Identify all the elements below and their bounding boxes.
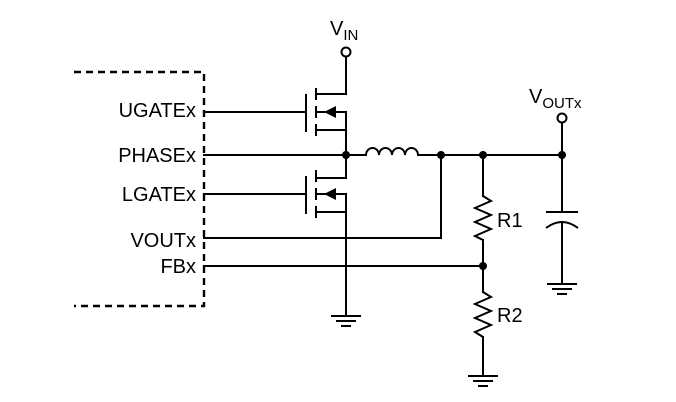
ground-symbol: [547, 283, 577, 295]
low-side-mosfet: [203, 154, 347, 317]
controller-ic-outline: [74, 70, 206, 308]
high-side-mosfet: [203, 88, 347, 156]
inductor: [365, 147, 419, 156]
ground-symbol: [468, 375, 498, 387]
vout-label: VOUTx: [529, 86, 582, 112]
vout-terminal: VOUTx: [529, 86, 582, 156]
pin-label-fb: FBx: [160, 256, 196, 278]
output-capacitor: [545, 154, 579, 285]
ground-symbol: [331, 315, 361, 327]
phase-node: [203, 151, 367, 159]
r2-label: R2: [497, 305, 523, 327]
pin-label-voutx: VOUTx: [130, 230, 196, 252]
pin-label-lgate: LGATEx: [122, 184, 196, 206]
resistor-r1: R1: [472, 154, 523, 267]
pin-label-phase: PHASEx: [118, 145, 196, 167]
voutx-sense-wire: [203, 154, 442, 239]
vin-label: VIN: [330, 18, 358, 44]
pin-label-ugate: UGATEx: [119, 100, 196, 122]
r1-label: R1: [497, 210, 523, 232]
resistor-r2: R2: [472, 265, 523, 377]
vin-terminal: VIN: [330, 18, 358, 95]
